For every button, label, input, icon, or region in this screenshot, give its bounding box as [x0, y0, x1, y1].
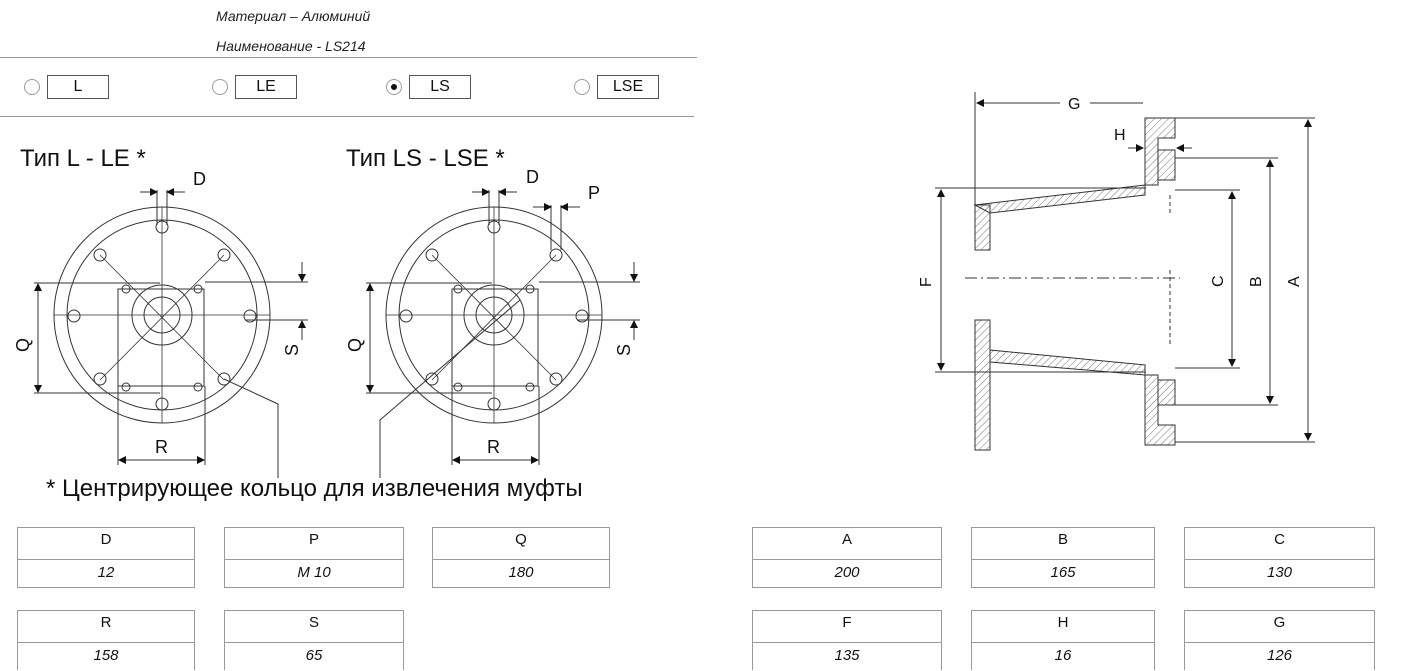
- option-label-l[interactable]: L: [47, 75, 109, 99]
- bolt-hole: [243, 309, 257, 323]
- dimension-header: R: [18, 611, 194, 643]
- label-r-left: R: [155, 437, 168, 457]
- dimension-value: 135: [834, 647, 860, 664]
- bolt-hole: [155, 220, 169, 234]
- label-h: H: [1114, 127, 1126, 144]
- dimension-cell-g: G 126: [1184, 610, 1375, 670]
- bolt-hole: [93, 248, 107, 262]
- dimension-cell-h: H 16: [971, 610, 1155, 670]
- dimension-header: G: [1185, 611, 1374, 643]
- material-label: Материал – Алюминий: [216, 8, 371, 24]
- option-label-ls[interactable]: LS: [409, 75, 471, 99]
- label-d-right: D: [526, 167, 539, 187]
- dimension-value: 16: [1054, 647, 1072, 664]
- radio-le[interactable]: [212, 79, 228, 95]
- dimension-value: 130: [1266, 564, 1293, 581]
- bolt-hole: [217, 372, 231, 386]
- dimension-header: A: [753, 528, 941, 560]
- label-s-right: S: [614, 344, 634, 356]
- label-q-left: Q: [13, 338, 33, 352]
- divider-top: [0, 57, 697, 58]
- dimension-cell-r: R 158: [17, 610, 195, 670]
- front-view-type-ls: [366, 188, 640, 478]
- flange-section-bottom: [974, 319, 991, 451]
- bolt-hole: [67, 309, 81, 323]
- label-f: F: [918, 277, 935, 287]
- type-ls-heading: Тип LS - LSE *: [346, 145, 505, 172]
- dimension-header: C: [1185, 528, 1374, 560]
- dimension-value: 180: [508, 564, 534, 581]
- radio-ls[interactable]: [386, 79, 402, 95]
- label-s-left: S: [282, 344, 302, 356]
- option-label-lse[interactable]: LSE: [597, 75, 659, 99]
- dimension-value: 65: [305, 647, 323, 664]
- label-p: P: [588, 183, 600, 203]
- bolt-hole: [93, 372, 107, 386]
- label-r-right: R: [487, 437, 500, 457]
- label-c: C: [1210, 275, 1227, 287]
- side-section-drawing: G H F C B A: [918, 92, 1315, 451]
- dimension-value: M 10: [297, 564, 331, 581]
- product-name-label: Наименование - LS214: [216, 38, 366, 54]
- dimension-value: 12: [97, 564, 115, 581]
- dimension-cell-c: C 130: [1184, 527, 1375, 588]
- label-g: G: [1068, 96, 1080, 113]
- dimension-cell-a: A 200: [752, 527, 942, 588]
- footnote: * Центрирующее кольцо для извлечения муф…: [46, 475, 583, 502]
- dimension-cell-f: F 135: [752, 610, 942, 670]
- dimension-header: D: [18, 528, 194, 560]
- label-a: A: [1286, 276, 1303, 287]
- dimension-header: Q: [433, 528, 609, 560]
- dimension-value: 126: [1266, 647, 1293, 664]
- bolt-hole: [155, 397, 169, 411]
- label-q-right: Q: [345, 338, 365, 352]
- dimension-cell-p: P M 10: [224, 527, 404, 588]
- dimension-header: B: [972, 528, 1154, 560]
- radio-lse[interactable]: [574, 79, 590, 95]
- front-view-drawings: D Q S R: [13, 167, 640, 478]
- dimension-cell-q: Q 180: [432, 527, 610, 588]
- label-d-left: D: [193, 169, 206, 189]
- label-b: B: [1248, 276, 1265, 287]
- dimension-header: S: [225, 611, 403, 643]
- type-l-heading: Тип L - LE *: [20, 145, 146, 172]
- bolt-hole: [217, 248, 231, 262]
- option-label-le[interactable]: LE: [235, 75, 297, 99]
- dimension-header: F: [753, 611, 941, 643]
- radio-l[interactable]: [24, 79, 40, 95]
- dimension-cell-b: B 165: [971, 527, 1155, 588]
- front-view-type-l: [34, 188, 308, 478]
- dimension-cell-d: D 12: [17, 527, 195, 588]
- dimension-value: 158: [93, 647, 119, 664]
- dimension-header: H: [972, 611, 1154, 643]
- dimension-value: 200: [834, 564, 860, 581]
- dimension-value: 165: [1050, 564, 1076, 581]
- dimension-cell-s: S 65: [224, 610, 404, 670]
- divider-options: [0, 116, 694, 117]
- dimension-header: P: [225, 528, 403, 560]
